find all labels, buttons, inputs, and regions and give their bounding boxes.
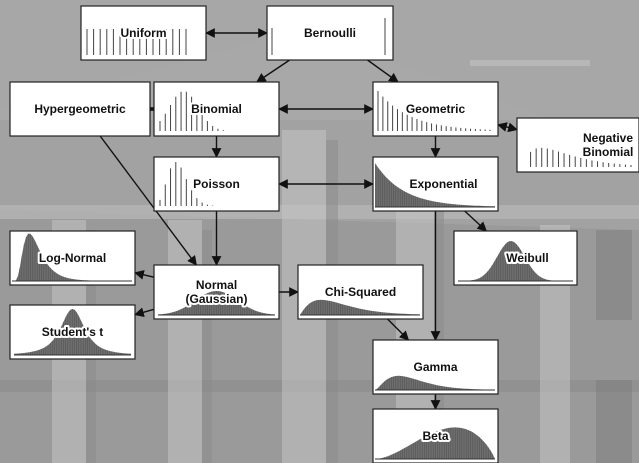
svg-text:Geometric: Geometric	[406, 102, 466, 116]
node-label: Bernoulli	[304, 26, 356, 40]
distribution-shape-icon	[300, 299, 421, 316]
node-label: Geometric	[406, 102, 466, 116]
svg-text:Gamma: Gamma	[413, 360, 457, 374]
edges-layer	[99, 28, 518, 410]
svg-text:Log-Normal: Log-Normal	[39, 251, 106, 265]
node-label: Chi-Squared	[325, 285, 396, 299]
distribution-shape-icon	[159, 162, 214, 206]
distribution-shape-icon	[377, 91, 491, 131]
distribution-shape-icon	[14, 309, 131, 356]
distribution-shape-icon	[158, 291, 275, 316]
node-label: Binomial	[191, 102, 242, 116]
distribution-shape-icon	[375, 163, 496, 208]
distribution-shape-icon	[375, 427, 496, 460]
edge-bernoulli-to-binomial	[256, 59, 291, 83]
node-label: Beta	[422, 429, 448, 443]
svg-text:Uniform: Uniform	[121, 26, 167, 40]
edge-bernoulli-to-geometric	[367, 59, 399, 83]
node-box	[9, 81, 151, 137]
edge-geometric-to-negative_binomial	[497, 122, 518, 133]
svg-text:(Gaussian): (Gaussian)	[185, 292, 247, 306]
svg-text:Chi-Squared: Chi-Squared	[325, 285, 396, 299]
node-box	[153, 81, 280, 137]
node-label: Weibull	[506, 251, 548, 265]
node-box	[516, 117, 639, 173]
edge-hypergeometric-to-normal	[99, 135, 197, 266]
distribution-shape-icon	[375, 375, 496, 391]
svg-text:Hypergeometric: Hypergeometric	[34, 102, 126, 116]
node-label: Exponential	[409, 177, 477, 191]
svg-text:Weibull: Weibull	[506, 251, 548, 265]
node-label: Binomial	[583, 145, 634, 159]
svg-text:Negative: Negative	[583, 131, 633, 145]
node-label: (Gaussian)	[185, 292, 247, 306]
svg-text:Bernoulli: Bernoulli	[304, 26, 356, 40]
edge-normal-to-log_normal	[134, 270, 155, 280]
distribution-shape-icon	[159, 91, 224, 131]
distribution-shape-icon	[271, 18, 386, 55]
svg-text:Exponential: Exponential	[409, 177, 477, 191]
svg-text:Student's t: Student's t	[42, 325, 104, 339]
node-label: Hypergeometric	[34, 102, 126, 116]
svg-text:Binomial: Binomial	[191, 102, 242, 116]
edge-chi_squared-to-gamma	[387, 318, 410, 341]
node-label: Poisson	[193, 177, 240, 191]
node-box	[80, 5, 207, 61]
node-label: Uniform	[121, 26, 167, 40]
svg-text:Beta: Beta	[422, 429, 448, 443]
node-label: Log-Normal	[39, 251, 106, 265]
svg-text:Normal: Normal	[196, 278, 237, 292]
distribution-shape-icon	[86, 29, 187, 55]
svg-text:Binomial: Binomial	[583, 145, 634, 159]
node-box	[266, 5, 394, 61]
edge-normal-to-students_t	[134, 307, 155, 317]
node-label: Gamma	[413, 360, 457, 374]
node-label: Student's t	[42, 325, 104, 339]
distribution-shape-icon	[12, 233, 133, 282]
node-box	[372, 81, 499, 137]
svg-text:Poisson: Poisson	[193, 177, 240, 191]
node-label: Negative	[583, 131, 633, 145]
node-box	[153, 156, 280, 212]
distribution-shape-icon	[458, 241, 573, 282]
node-label: Normal	[196, 278, 237, 292]
edge-exponential-to-weibull	[464, 210, 488, 232]
distribution-shape-icon	[530, 147, 632, 167]
